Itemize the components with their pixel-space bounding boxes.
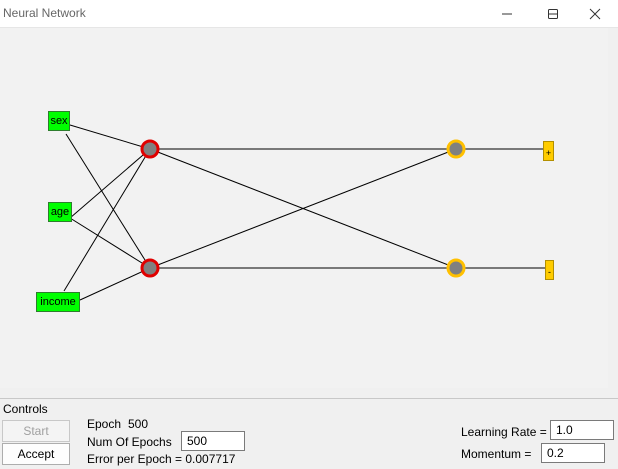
learning-rate-field[interactable]: 1.0: [550, 420, 614, 440]
connection: [63, 148, 151, 292]
connection: [79, 267, 151, 301]
maximize-icon: [548, 8, 558, 19]
controls-panel: Controls Start Accept Epoch 500 Num Of E…: [0, 398, 618, 469]
connection: [69, 217, 151, 269]
epoch-label: Epoch: [87, 417, 122, 431]
output-node-minus: -: [545, 260, 554, 280]
network-diagram: [63, 124, 545, 301]
num-epochs-label: Num Of Epochs: [87, 435, 172, 449]
minimize-icon: [548, 13, 558, 14]
hidden-node: [140, 139, 160, 159]
minimize-icon: [502, 13, 512, 14]
maximize-button[interactable]: [530, 0, 576, 27]
network-canvas: sex age income + -: [0, 28, 608, 388]
error-per-epoch-label: Error per Epoch = 0.007717: [87, 452, 236, 466]
input-node-income: income: [36, 292, 80, 312]
close-button[interactable]: [572, 0, 618, 27]
momentum-field[interactable]: 0.2: [541, 443, 605, 463]
window-title: Neural Network: [3, 6, 86, 20]
connection: [69, 148, 151, 219]
title-bar: Neural Network: [0, 0, 618, 28]
output-node-plus: +: [543, 141, 554, 161]
epoch-value: 500: [128, 417, 149, 431]
connection: [69, 124, 151, 150]
connection: [149, 148, 457, 269]
momentum-label: Momentum =: [461, 447, 532, 461]
controls-title: Controls: [3, 402, 48, 416]
accept-button[interactable]: Accept: [2, 443, 70, 465]
output-node: [446, 139, 466, 159]
start-button[interactable]: Start: [2, 420, 70, 442]
input-node-age: age: [48, 202, 72, 222]
input-node-sex: sex: [48, 111, 70, 131]
learning-rate-label: Learning Rate =: [461, 425, 547, 439]
minimize-button[interactable]: [530, 0, 576, 27]
output-node: [446, 258, 466, 278]
minimize-button[interactable]: [484, 0, 530, 27]
num-epochs-field[interactable]: 500: [181, 431, 245, 451]
close-icon: [589, 8, 601, 19]
hidden-node: [140, 258, 160, 278]
connection: [65, 133, 151, 269]
